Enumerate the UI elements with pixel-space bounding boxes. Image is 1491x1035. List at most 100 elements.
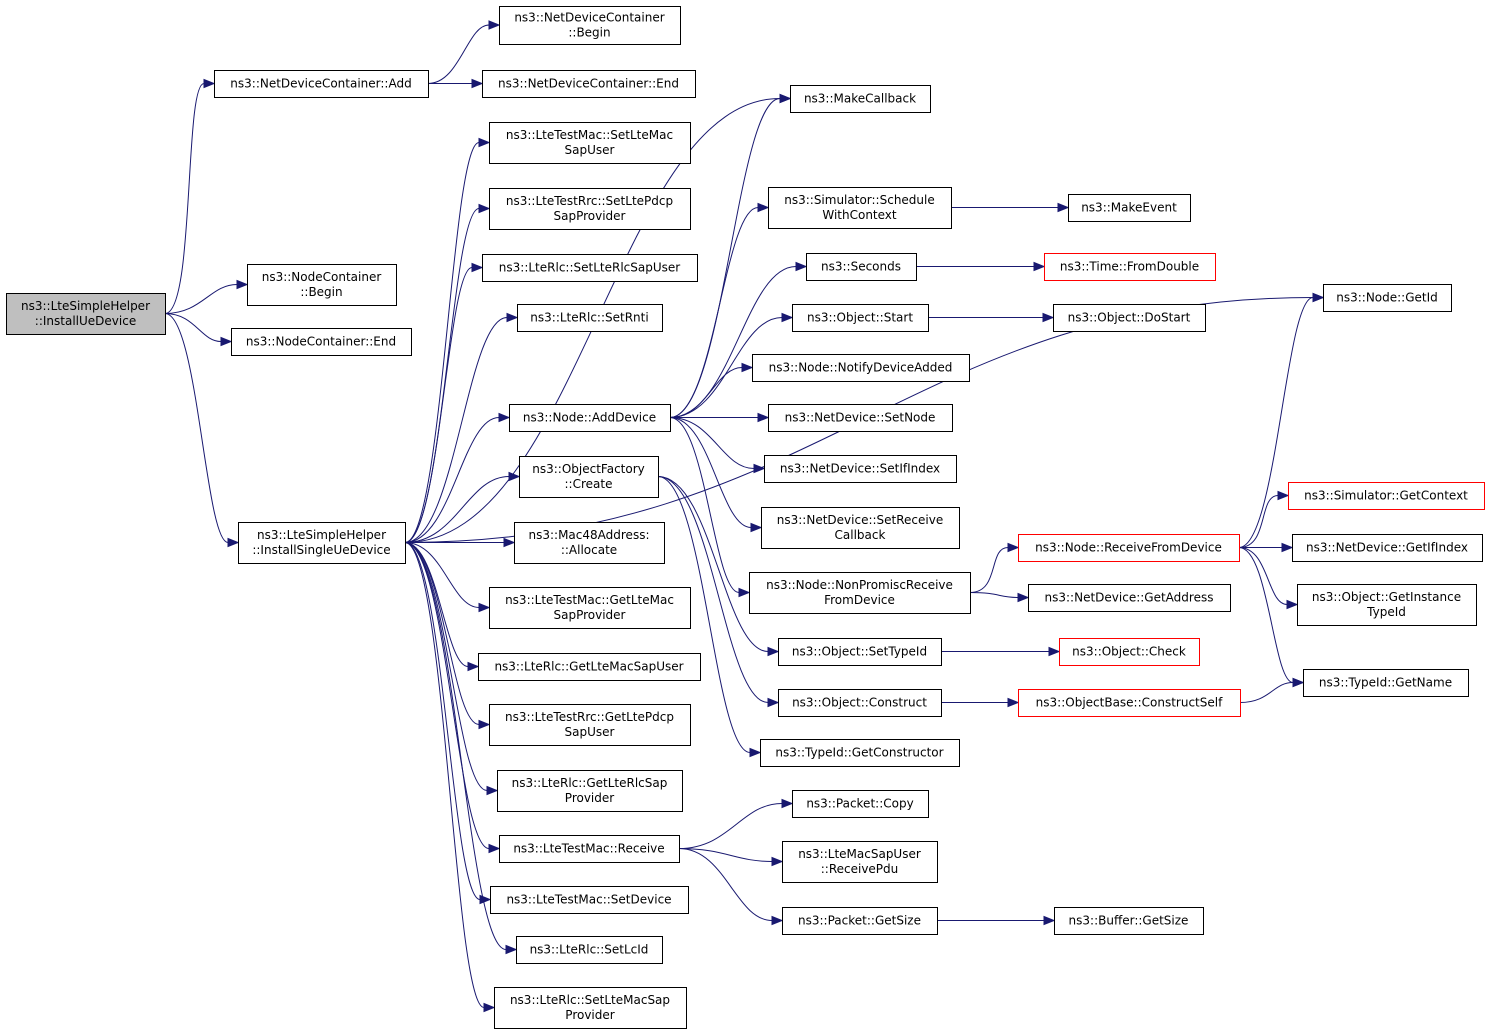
node-nc-end[interactable]: ns3::NodeContainer::End <box>231 328 412 356</box>
node-nc-begin[interactable]: ns3::NodeContainer::Begin <box>247 264 397 306</box>
node-seconds[interactable]: ns3::Seconds <box>806 253 917 281</box>
arrowhead <box>505 944 518 955</box>
edge-install-single-to-set-lc-id <box>404 542 518 955</box>
node-receive-pdu[interactable]: ns3::LteMacSapUser::ReceivePdu <box>782 841 938 883</box>
node-label-line: Provider <box>565 1008 614 1022</box>
node-obj-start[interactable]: ns3::Object::Start <box>792 304 929 332</box>
node-mac-allocate[interactable]: ns3::Mac48Address:::Allocate <box>514 522 665 564</box>
node-install-ue[interactable]: ns3::LteSimpleHelper::InstallUeDevice <box>6 293 166 335</box>
node-get-lte-mac-sap-user[interactable]: ns3::LteRlc::GetLteMacSapUser <box>478 653 701 681</box>
node-box <box>490 886 689 914</box>
arrowhead-shape <box>753 463 766 474</box>
edge-line <box>404 542 480 725</box>
edge-line <box>1238 297 1314 548</box>
node-box <box>1292 534 1483 562</box>
node-nd-get-address[interactable]: ns3::NetDevice::GetAddress <box>1028 584 1231 612</box>
arrowhead <box>478 137 491 148</box>
node-nd-set-if-index[interactable]: ns3::NetDevice::SetIfIndex <box>764 455 957 483</box>
edge-receive-from-device-to-get-instance-type-id <box>1238 547 1299 610</box>
edge-line <box>404 417 500 543</box>
node-ndc-begin[interactable]: ns3::NetDeviceContainer::Begin <box>499 6 681 45</box>
node-nd-get-if-index[interactable]: ns3::NetDevice::GetIfIndex <box>1292 534 1483 562</box>
node-construct-self[interactable]: ns3::ObjectBase::ConstructSelf <box>1018 689 1241 717</box>
arrowhead-shape <box>757 202 770 213</box>
arrowhead-shape <box>471 78 484 89</box>
node-make-callback[interactable]: ns3::MakeCallback <box>790 85 931 113</box>
node-label-line: FromDevice <box>824 593 895 607</box>
node-box <box>1018 534 1240 562</box>
node-ndc-add[interactable]: ns3::NetDeviceContainer::Add <box>214 70 429 98</box>
node-label-line: ns3::NetDevice::GetIfIndex <box>1306 541 1468 555</box>
edge-obj-construct-to-construct-self <box>941 697 1020 708</box>
edges-layer <box>164 20 1325 1013</box>
edge-install-single-to-ltm-set-device <box>404 542 492 905</box>
node-set-lc-id[interactable]: ns3::LteRlc::SetLcId <box>516 936 663 964</box>
node-label-line: ns3::MakeEvent <box>1081 201 1177 215</box>
arrowhead <box>1007 542 1020 553</box>
node-type-id-get-name[interactable]: ns3::TypeId::GetName <box>1303 669 1469 697</box>
node-ndc-end[interactable]: ns3::NetDeviceContainer::End <box>482 70 696 98</box>
node-from-double[interactable]: ns3::Time::FromDouble <box>1044 253 1216 281</box>
node-node-get-id[interactable]: ns3::Node::GetId <box>1323 284 1452 312</box>
node-ltm-set-device[interactable]: ns3::LteTestMac::SetDevice <box>490 886 689 914</box>
node-do-start[interactable]: ns3::Object::DoStart <box>1053 304 1206 332</box>
node-box <box>749 572 971 614</box>
edge-ltm-receive-to-packet-copy <box>678 798 794 849</box>
node-node-add-device[interactable]: ns3::Node::AddDevice <box>509 404 671 432</box>
node-box <box>778 689 942 717</box>
arrowhead-shape <box>236 279 249 290</box>
arrowhead <box>749 747 762 758</box>
node-label-line: ns3::NodeContainer::End <box>246 335 396 349</box>
node-ltm-receive[interactable]: ns3::LteTestMac::Receive <box>499 835 680 863</box>
node-obj-construct[interactable]: ns3::Object::Construct <box>778 689 942 717</box>
edge-line <box>669 266 797 418</box>
node-of-create[interactable]: ns3::ObjectFactory::Create <box>519 456 659 498</box>
arrowhead-shape <box>478 719 491 730</box>
node-buffer-get-size[interactable]: ns3::Buffer::GetSize <box>1054 907 1204 935</box>
node-set-rnti[interactable]: ns3::LteRlc::SetRnti <box>517 304 663 332</box>
arrowhead <box>236 279 249 290</box>
edge-node-add-device-to-nd-set-node <box>669 412 770 423</box>
edge-of-create-to-obj-set-type-id <box>657 476 780 657</box>
node-label-line: ns3::NetDeviceContainer::End <box>498 77 679 91</box>
node-notify-device-added[interactable]: ns3::Node::NotifyDeviceAdded <box>752 354 970 382</box>
node-receive-from-device[interactable]: ns3::Node::ReceiveFromDevice <box>1018 534 1240 562</box>
node-packet-get-size[interactable]: ns3::Packet::GetSize <box>782 907 938 935</box>
arrowhead-shape <box>1007 542 1020 553</box>
edge-install-ue-to-ndc-add <box>164 78 216 314</box>
node-obj-check[interactable]: ns3::Object::Check <box>1059 638 1200 666</box>
node-set-lte-rlc-sap-user[interactable]: ns3::LteRlc::SetLteRlcSapUser <box>482 254 698 282</box>
node-label-line: WithContext <box>822 208 897 222</box>
arrowhead <box>781 798 794 809</box>
arrowhead <box>753 463 766 474</box>
edge-line <box>657 476 769 652</box>
arrowhead <box>1057 202 1070 213</box>
edge-of-create-to-obj-construct <box>657 476 780 708</box>
node-make-event[interactable]: ns3::MakeEvent <box>1068 194 1191 222</box>
arrowhead <box>471 262 484 273</box>
node-box <box>231 328 412 356</box>
node-packet-copy[interactable]: ns3::Packet::Copy <box>792 790 929 818</box>
node-nd-set-node[interactable]: ns3::NetDevice::SetNode <box>768 404 953 432</box>
node-install-single[interactable]: ns3::LteSimpleHelper::InstallSingleUeDev… <box>238 522 406 564</box>
edge-line <box>404 542 485 1008</box>
node-label-line: ns3::NetDevice::SetIfIndex <box>780 462 940 476</box>
node-get-constructor[interactable]: ns3::TypeId::GetConstructor <box>760 739 960 767</box>
node-obj-set-type-id[interactable]: ns3::Object::SetTypeId <box>778 638 942 666</box>
arrowhead-shape <box>506 312 519 323</box>
edge-obj-start-to-do-start <box>928 312 1055 323</box>
node-sim-get-context[interactable]: ns3::Simulator::GetContext <box>1288 482 1485 510</box>
node-label-line: ns3::LteMacSapUser <box>798 847 921 861</box>
node-label-line: ns3::Object::DoStart <box>1068 311 1191 325</box>
edge-ndc-add-to-ndc-begin <box>427 20 501 84</box>
